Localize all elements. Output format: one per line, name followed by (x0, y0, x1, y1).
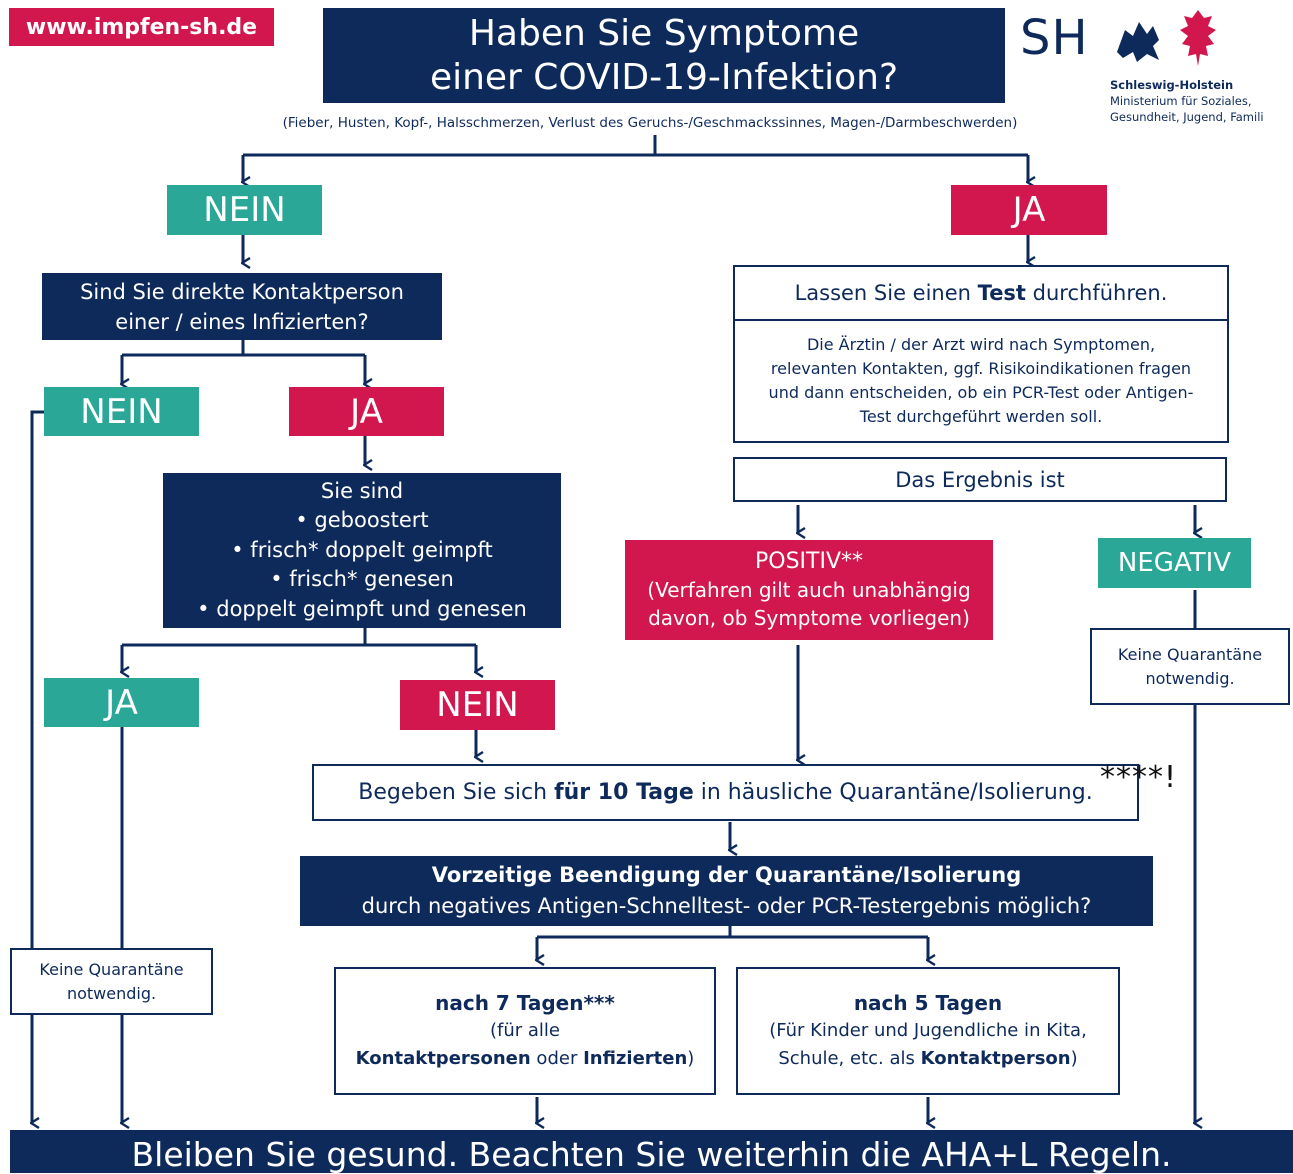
result-positive-box: POSITIV** (Verfahren gilt auch unabhängi… (625, 540, 993, 640)
title-line-2: einer COVID-19-Infektion? (429, 56, 899, 98)
test-instruction-box: Lassen Sie einen Test durchführen. (733, 265, 1229, 321)
option-5-pre: Schule, etc. als (778, 1048, 921, 1069)
option-5-title: nach 5 Tagen (853, 991, 1003, 1015)
nettle-leaf-emblem-icon (1180, 10, 1216, 66)
footer-banner: Bleiben Sie gesund. Beachten Sie weiterh… (10, 1130, 1293, 1174)
website-url[interactable]: www.impfen-sh.de (9, 8, 274, 46)
doctor-decision-note: Die Ärztin / der Arzt wird nach Symptome… (733, 319, 1229, 443)
quarantine-text-post: in häusliche Quarantäne/Isolierung. (693, 780, 1093, 805)
no-quarantine-right: Keine Quarantäne notwendig. (1090, 628, 1290, 705)
lion-emblem-icon (1117, 22, 1159, 62)
answer-ja-status: JA (44, 678, 199, 727)
test-text-bold: Test (977, 281, 1026, 305)
quarantine-text-bold: für 10 Tage (554, 780, 694, 805)
no-quarantine-left-line-1: Keine Quarantäne (39, 959, 184, 979)
answer-ja-symptoms: JA (951, 185, 1107, 235)
quarantine-instruction: Begeben Sie sich für 10 Tage in häuslich… (312, 764, 1139, 821)
option-5-end: ) (1070, 1048, 1078, 1069)
no-quarantine-left-line-2: notwendig. (66, 983, 157, 1003)
status-title: Sie sind (320, 478, 404, 503)
status-item: • frisch* genesen (270, 567, 454, 592)
answer-nein-status: NEIN (400, 680, 555, 730)
no-quarantine-right-line-1: Keine Quarantäne (1117, 644, 1263, 664)
status-item: • frisch* doppelt geimpft (231, 537, 493, 562)
answer-nein-no-symptoms: NEIN (167, 185, 322, 235)
quarantine-text-pre: Begeben Sie sich (358, 780, 555, 805)
option-7-days: nach 7 Tagen*** (für alle Kontaktpersone… (334, 967, 716, 1095)
quarantine-footnote-mark: ****! (1100, 760, 1178, 795)
no-quarantine-right-line-2: notwendig. (1145, 668, 1235, 688)
early-end-line-2: durch negatives Antigen-Schnelltest- ode… (361, 894, 1092, 918)
positive-line-1: (Verfahren gilt auch unabhängig (647, 578, 971, 602)
logo-ministry-line-1: Ministerium für Soziales, (1110, 94, 1252, 108)
no-quarantine-left: Keine Quarantäne notwendig. (10, 948, 213, 1015)
early-end-line-1: Vorzeitige Beendigung der Quarantäne/Iso… (431, 863, 1022, 887)
option-5-line-2: (Für Kinder und Jugendliche in Kita, (769, 1020, 1087, 1041)
positive-line-2: davon, ob Symptome vorliegen) (648, 606, 970, 630)
option-7-line-3: Kontaktpersonen oder Infizierten) (356, 1045, 695, 1073)
option-7-bold-1: Kontaktpersonen (355, 1048, 531, 1069)
main-question-title: Haben Sie Symptome einer COVID-19-Infekt… (323, 8, 1005, 103)
option-5-bold: Kontaktperson (920, 1048, 1071, 1069)
logo-ministry-line-2: Gesundheit, Jugend, Famili (1110, 110, 1264, 124)
option-5-days: nach 5 Tagen (Für Kinder und Jugendliche… (736, 967, 1120, 1095)
logo-state-name: Schleswig-Holstein (1110, 78, 1234, 92)
vaccination-status-box: Sie sind • geboostert • frisch* doppelt … (163, 473, 561, 628)
option-7-end: ) (687, 1048, 695, 1069)
result-negative-box: NEGATIV (1098, 538, 1251, 588)
test-text-post: durchführen. (1025, 281, 1168, 305)
title-line-1: Haben Sie Symptome (468, 12, 860, 54)
answer-ja-is-contact: JA (289, 387, 444, 436)
option-7-mid: oder (530, 1048, 584, 1069)
contact-question-line-2: einer / eines Infizierten? (115, 309, 369, 334)
option-5-line-3: Schule, etc. als Kontaktperson) (778, 1045, 1077, 1073)
answer-nein-not-contact: NEIN (44, 387, 199, 436)
option-7-line-2: (für alle (490, 1020, 560, 1041)
status-item: • doppelt geimpft und genesen (197, 596, 527, 621)
status-item: • geboostert (295, 508, 429, 533)
contact-person-question: Sind Sie direkte Kontaktperson einer / e… (42, 273, 442, 340)
option-7-bold-2: Infizierten (583, 1048, 688, 1069)
result-heading: Das Ergebnis ist (733, 457, 1227, 502)
sh-logo-mark: SH (1020, 10, 1089, 66)
symptoms-note: (Fieber, Husten, Kopf-, Halsschmerzen, V… (282, 115, 1018, 131)
sh-logo: SH Schleswig-Holstein Ministerium für So… (1018, 6, 1293, 131)
option-7-title: nach 7 Tagen*** (435, 991, 615, 1015)
early-end-question: Vorzeitige Beendigung der Quarantäne/Iso… (300, 856, 1153, 926)
positive-title: POSITIV** (754, 549, 863, 574)
contact-question-line-1: Sind Sie direkte Kontaktperson (80, 279, 404, 304)
test-text-pre: Lassen Sie einen (794, 281, 978, 305)
